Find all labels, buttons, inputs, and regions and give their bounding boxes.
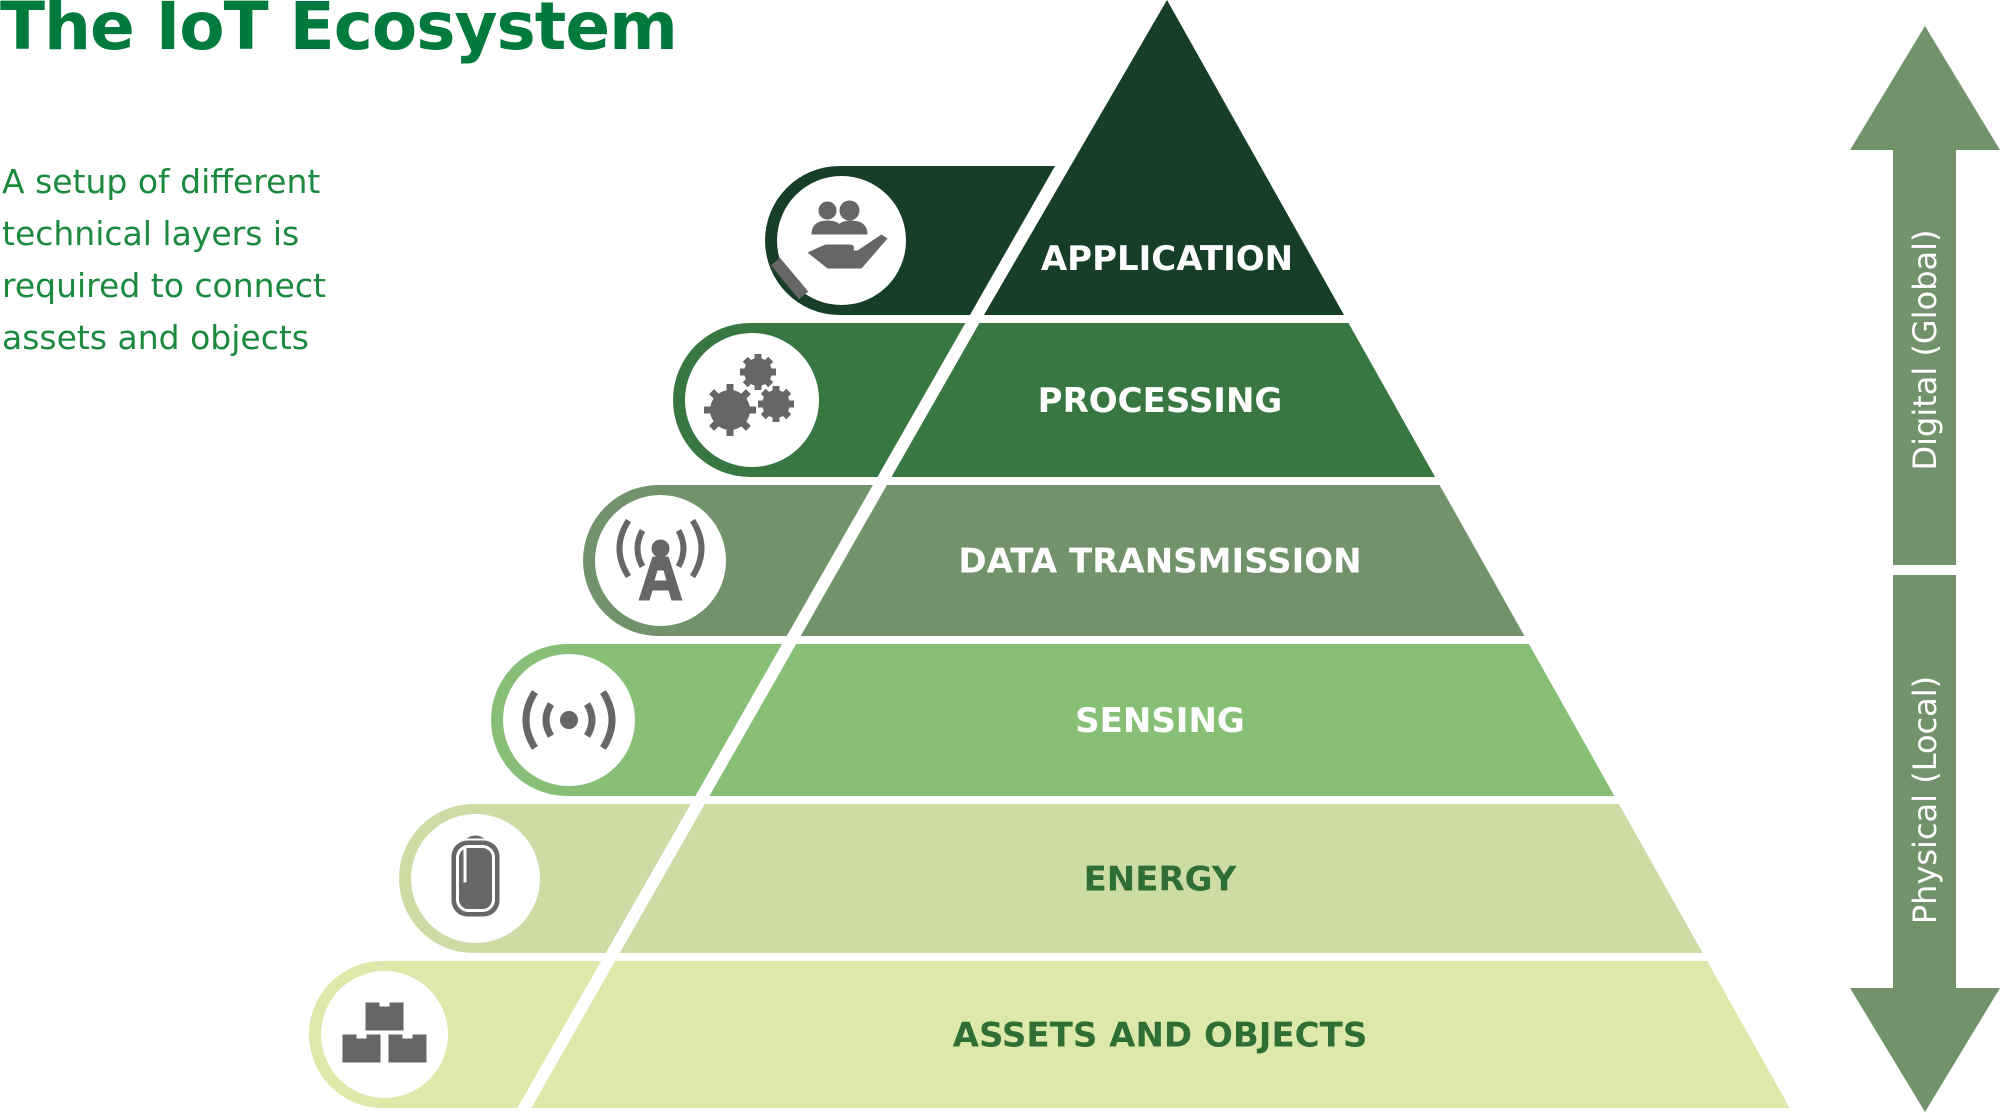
arrow-top-shaft <box>1893 150 1956 565</box>
physical-local-label: Physical (Local) <box>1906 676 1944 924</box>
pyramid-layer: DATA TRANSMISSION <box>583 485 1525 637</box>
pyramid-layer: APPLICATION <box>765 0 1345 315</box>
layer-body <box>531 961 1790 1108</box>
icon-circle <box>321 971 448 1098</box>
battery-icon <box>451 835 500 917</box>
arrow-down-head <box>1850 988 2000 1112</box>
page-title: The IoT Ecosystem <box>0 0 678 65</box>
pyramid-layer: ENERGY <box>399 804 1703 953</box>
pyramid-layer: ASSETS AND OBJECTS <box>309 961 1790 1108</box>
scale-arrow: Digital (Global) Physical (Local) <box>1850 26 2000 1112</box>
layer-label: APPLICATION <box>1041 239 1293 279</box>
layer-label: DATA TRANSMISSION <box>958 542 1361 582</box>
layer-body <box>983 0 1345 315</box>
pyramid-layer: SENSING <box>491 644 1615 796</box>
icon-circle <box>777 176 906 305</box>
layer-label: ENERGY <box>1084 860 1237 900</box>
boxes-icon <box>342 1002 427 1063</box>
layer-body <box>891 323 1436 477</box>
layer-label: ASSETS AND OBJECTS <box>953 1016 1368 1056</box>
icon-circle <box>685 333 819 467</box>
sensor-signal-icon <box>522 690 616 750</box>
pyramid-layer: PROCESSING <box>673 323 1436 477</box>
layer-label: PROCESSING <box>1038 381 1283 421</box>
arrow-bottom-shaft <box>1893 575 1956 988</box>
pyramid-layers: APPLICATION PROCESSING DATA TRANSMISSION <box>309 0 1790 1108</box>
hand-holding-people-icon <box>770 200 888 300</box>
gears-icon <box>704 354 794 436</box>
subtitle-text: A setup of different technical layers is… <box>2 162 326 357</box>
layer-label: SENSING <box>1075 701 1245 741</box>
layer-body <box>709 644 1615 796</box>
digital-global-label: Digital (Global) <box>1906 230 1944 471</box>
arrow-up-head <box>1850 26 2000 150</box>
layer-body <box>619 804 1703 953</box>
radio-tower-icon <box>616 518 705 601</box>
layer-body <box>800 485 1525 636</box>
